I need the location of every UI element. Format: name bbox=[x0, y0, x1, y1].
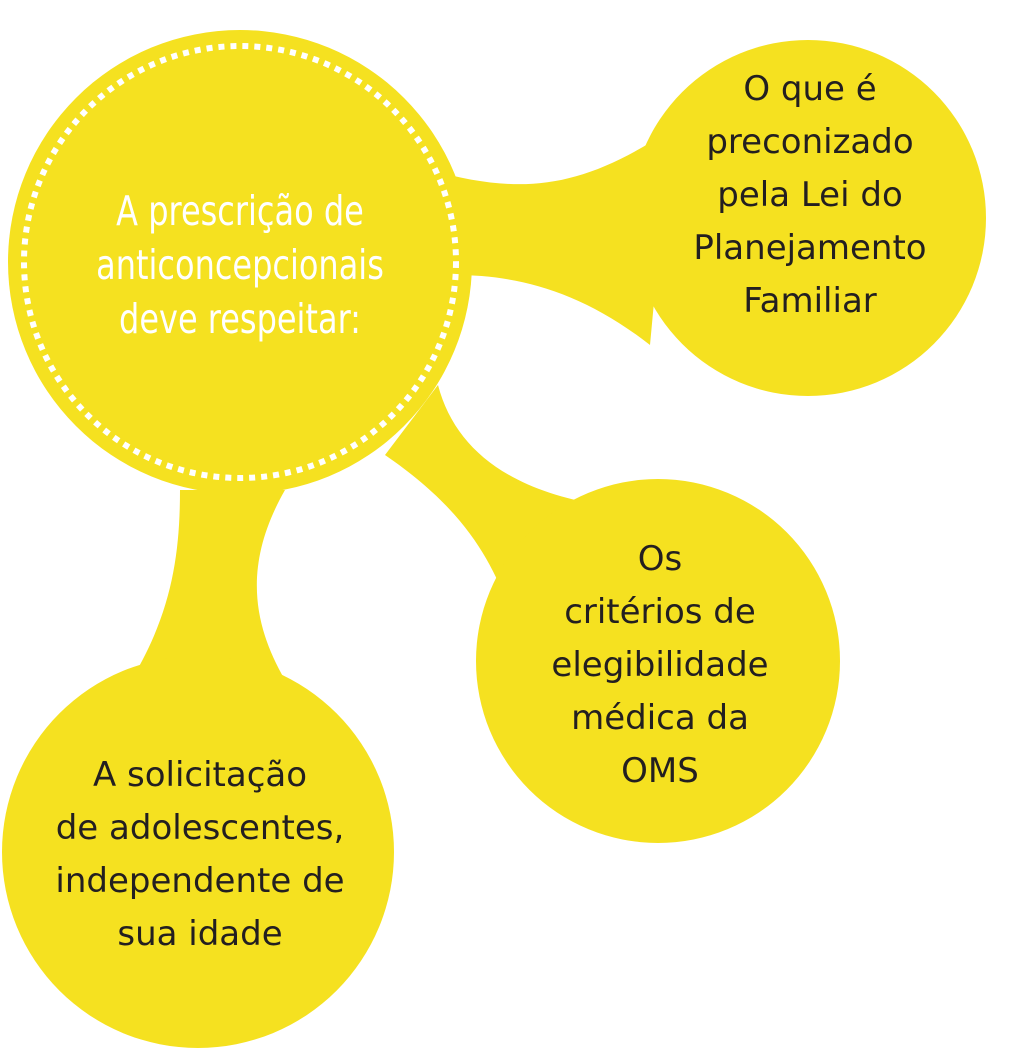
node-text-line: médica da bbox=[571, 697, 749, 738]
central-dotted-ring bbox=[21, 43, 459, 481]
node-text-line: elegibilidade bbox=[551, 644, 769, 685]
node-text-line: Planejamento bbox=[693, 227, 927, 268]
top-right-bubble bbox=[630, 40, 986, 396]
central-bubble-text: A prescrição de anticoncepcionais deve r… bbox=[84, 160, 396, 370]
middle-right-bubble bbox=[476, 479, 840, 843]
top-right-bubble-text: O que é preconizado pela Lei do Planejam… bbox=[640, 60, 980, 330]
bubble-shapes bbox=[2, 30, 986, 1048]
central-text-line: anticoncepcionais bbox=[96, 241, 384, 289]
node-text-line: independente de bbox=[55, 861, 345, 901]
node-text-line: Familiar bbox=[743, 280, 877, 321]
bottom-left-bubble bbox=[2, 656, 394, 1048]
node-text-line: pela Lei do bbox=[717, 174, 903, 215]
node-text-line: A solicitação bbox=[92, 755, 308, 795]
connector-bottom-left bbox=[125, 490, 285, 690]
central-text-line: deve respeitar: bbox=[119, 295, 361, 343]
bottom-left-bubble-text: A solicitação de adolescentes, independe… bbox=[10, 745, 390, 965]
central-text-line: A prescrição de bbox=[116, 187, 364, 235]
node-text-line: Os bbox=[637, 538, 683, 579]
connector-top-right bbox=[430, 130, 670, 345]
central-bubble bbox=[8, 30, 472, 494]
node-text-line: OMS bbox=[621, 750, 699, 791]
node-text-line: critérios de bbox=[564, 591, 756, 632]
node-text-line: de adolescentes, bbox=[55, 808, 345, 848]
node-text-line: O que é bbox=[743, 68, 877, 109]
node-text-line: preconizado bbox=[706, 121, 914, 162]
middle-right-bubble-text: Os critérios de elegibilidade médica da … bbox=[480, 530, 840, 800]
node-text-line: sua idade bbox=[117, 914, 283, 954]
